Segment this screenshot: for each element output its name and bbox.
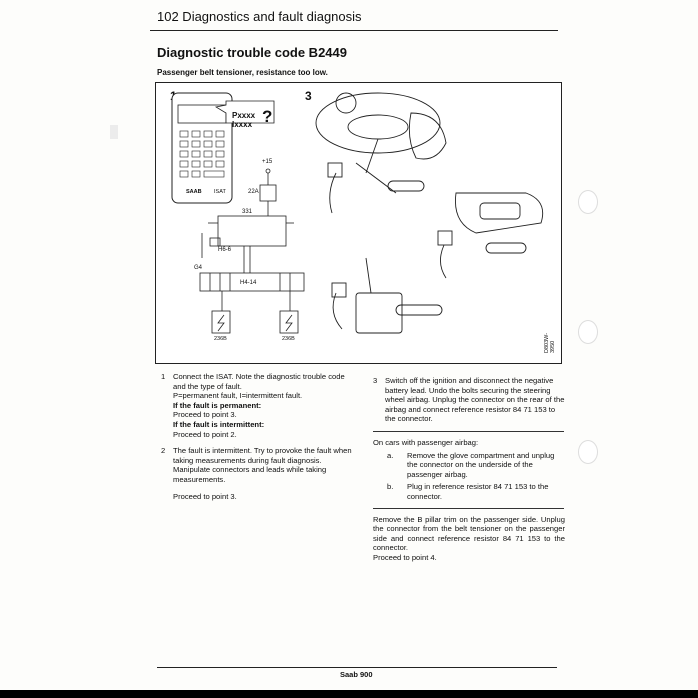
isat-screen-text: Pxxxx Ixxxx — [232, 111, 255, 129]
step-number: 1 — [161, 372, 166, 381]
instructions-right: 3 Switch off the ignition and disconnect… — [373, 376, 565, 563]
permanent-action: Proceed to point 3. — [173, 410, 237, 420]
permanent-heading: If the fault is permanent: — [173, 400, 262, 410]
header-rule — [150, 30, 558, 31]
section-divider — [373, 507, 564, 509]
section-subtitle: Passenger belt tensioner, resistance too… — [157, 68, 328, 77]
substep-text: Plug in reference resistor 84 71 153 to … — [407, 482, 549, 501]
step-text: The fault is intermittent. Try to provok… — [173, 446, 352, 465]
section-title: Diagnostic trouble code B2449 — [157, 45, 347, 60]
footer-model: Saab 900 — [340, 670, 373, 679]
step-number: 3 — [373, 376, 378, 385]
bpillar-text: Remove the B pillar trim on the passenge… — [373, 514, 565, 553]
question-mark: ? — [262, 107, 273, 126]
ground-g4: G4 — [194, 265, 203, 271]
connector-h6: H6-6 — [218, 247, 232, 253]
punch-hole — [578, 440, 598, 464]
substep-letter: b. — [387, 482, 394, 492]
step-3: 3 Switch off the ignition and disconnect… — [373, 376, 565, 424]
passenger-intro: On cars with passenger airbag: — [373, 437, 479, 447]
step-2-proceed: Proceed to point 3. — [161, 492, 353, 502]
page-header: 102 Diagnostics and fault diagnosis — [157, 9, 362, 24]
intermittent-heading: If the fault is intermittent: — [173, 419, 265, 429]
fuse-ref: 22A — [248, 189, 259, 195]
intermittent-action: Proceed to point 2. — [173, 429, 237, 439]
punch-hole — [578, 320, 598, 344]
instructions-left: 1 Connect the ISAT. Note the diagnostic … — [161, 372, 353, 501]
tester-brand: SAAB — [186, 189, 202, 195]
isat-tester — [171, 92, 233, 204]
part-236b-left: 236B — [214, 336, 227, 342]
step-text: Switch off the ignition and disconnect t… — [385, 376, 565, 424]
drawing-code: D803W-3950 — [544, 332, 556, 353]
steering-wheel-illustration — [315, 92, 544, 334]
screen-line-1: Pxxxx — [232, 111, 256, 120]
step-1: 1 Connect the ISAT. Note the diagnostic … — [161, 372, 353, 439]
connector-h4: H4-14 — [240, 280, 257, 286]
figure-label-3: 3 — [305, 89, 312, 103]
diagram-figure: 1 3 — [155, 82, 562, 364]
part-236b-right: 236B — [282, 336, 295, 342]
scan-edge — [0, 690, 698, 698]
bpillar-proceed: Proceed to point 4. — [373, 552, 437, 562]
fuse-circuit — [199, 168, 305, 334]
substep-a: a. Remove the glove compartment and unpl… — [387, 451, 565, 480]
step-number: 2 — [161, 446, 166, 456]
step-text: Manipulate connectors and leads while ta… — [173, 465, 327, 484]
substep-text: Remove the glove compartment and unplug … — [407, 450, 555, 479]
footer-rule — [157, 667, 557, 668]
fuse-supply-label: +15 — [262, 159, 273, 165]
module-ref: 331 — [242, 209, 253, 215]
section-divider — [373, 430, 564, 432]
step-text: Connect the ISAT. Note the diagnostic tr… — [173, 372, 345, 391]
wiring-diagram — [171, 92, 544, 334]
step-text: P=permanent fault, I=intermittent fault. — [173, 391, 303, 401]
substep-letter: a. — [387, 450, 394, 460]
step-text: Proceed to point 3. — [173, 491, 237, 501]
substep-b: b. Plug in reference resistor 84 71 153 … — [387, 482, 565, 501]
step-2: 2 The fault is intermittent. Try to prov… — [161, 446, 353, 484]
scan-artifact — [110, 125, 118, 139]
screen-line-2: Ixxxx — [232, 120, 253, 129]
tester-model: ISAT — [214, 189, 226, 195]
punch-hole — [578, 190, 598, 214]
